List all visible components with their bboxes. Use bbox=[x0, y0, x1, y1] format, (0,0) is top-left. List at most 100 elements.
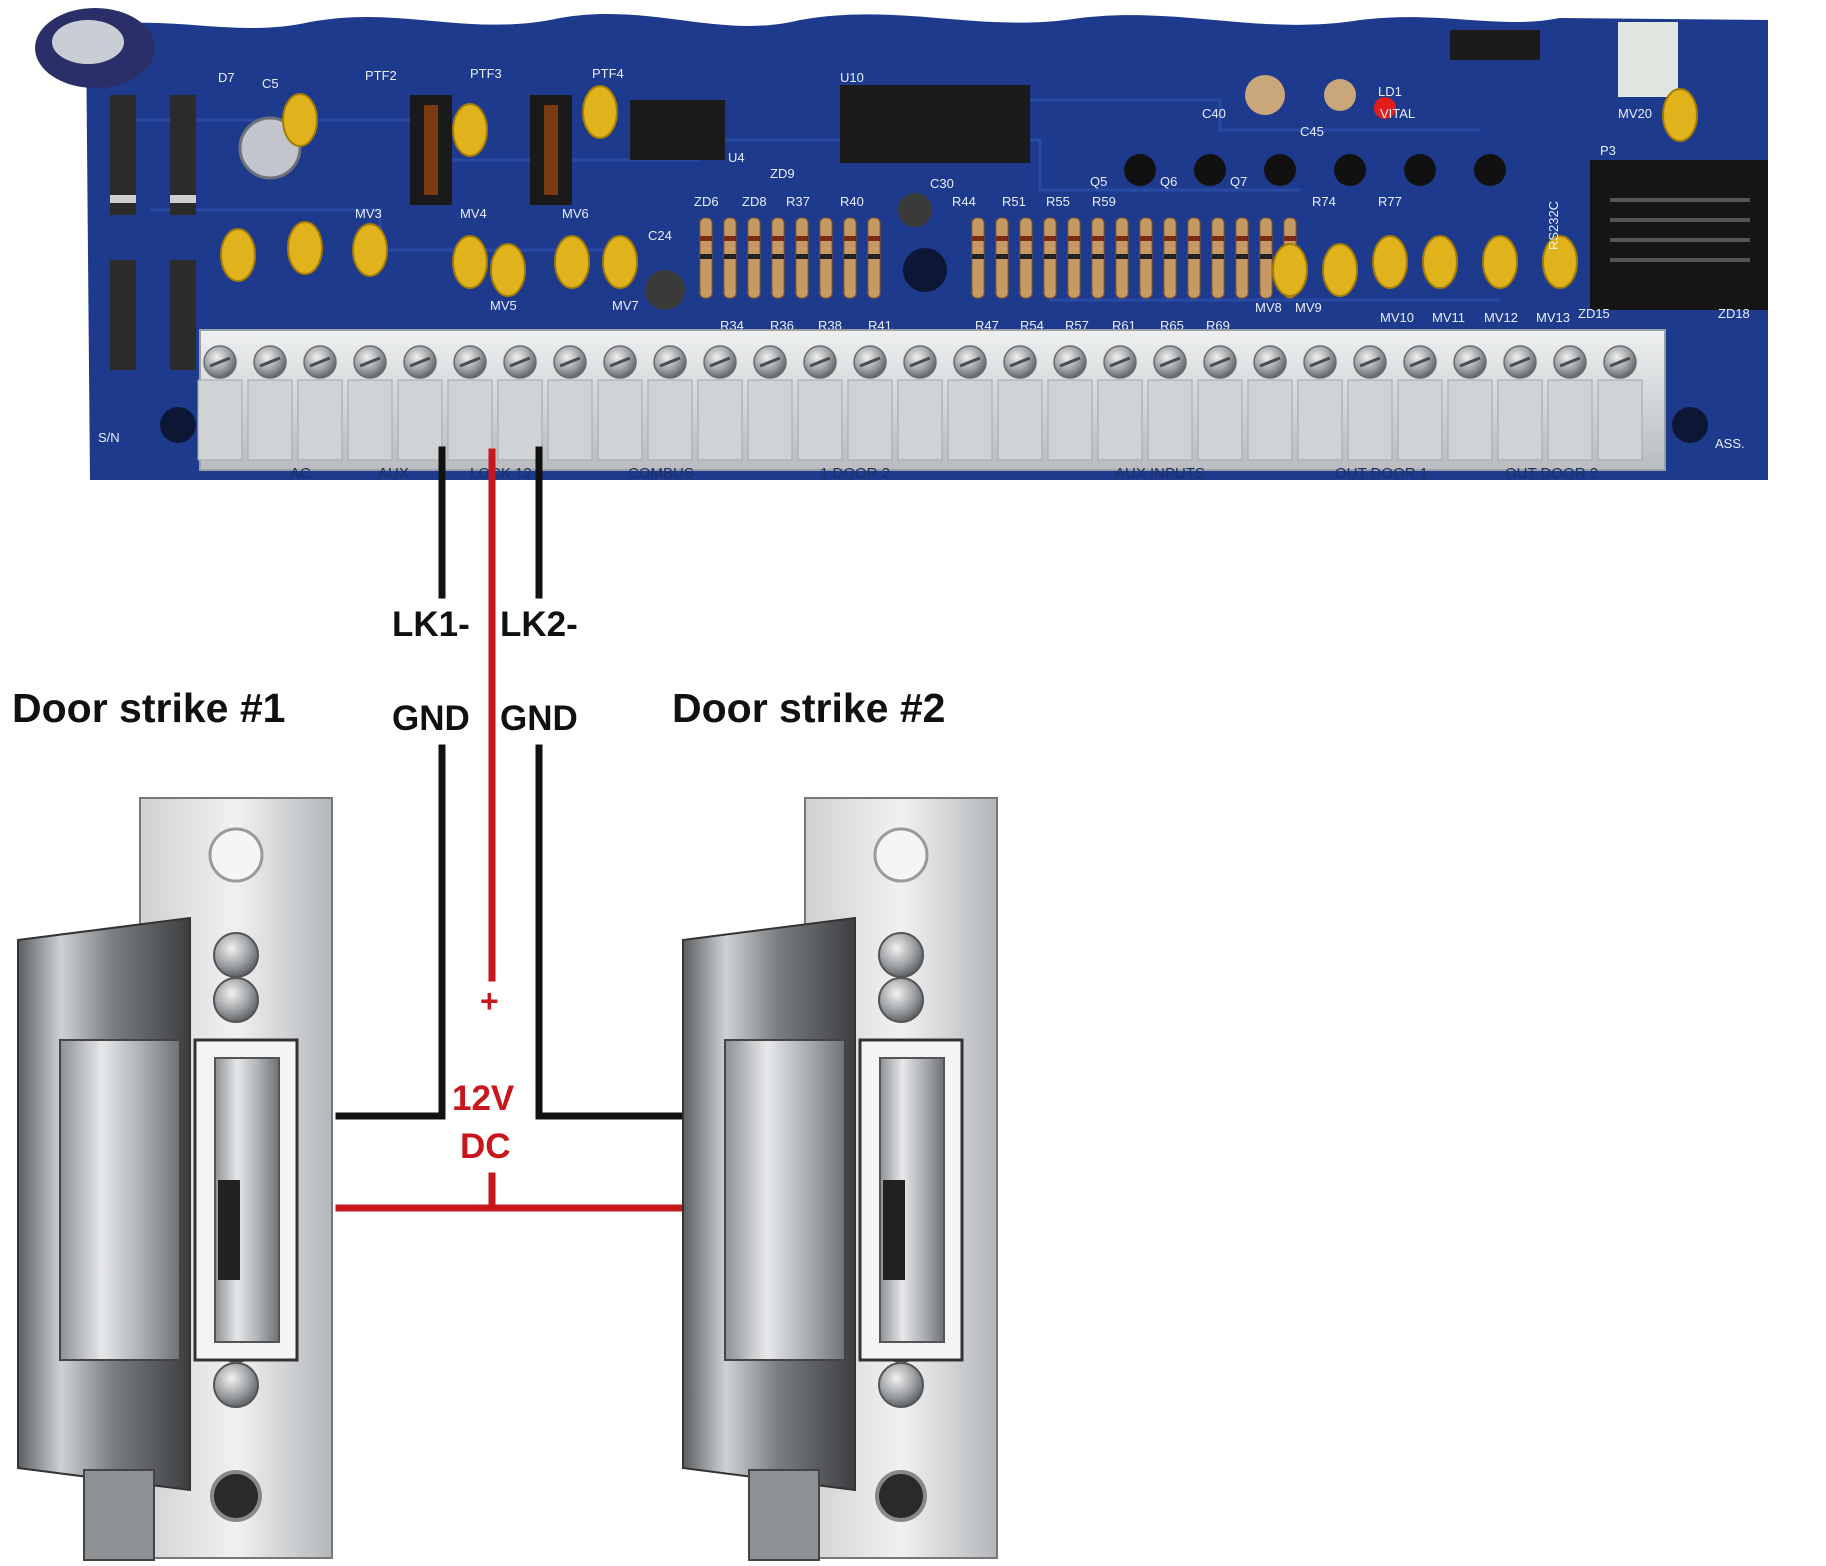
pcb-label: RS232C bbox=[1546, 201, 1561, 250]
terminal-slot bbox=[1097, 379, 1143, 461]
terminal-slot bbox=[1147, 379, 1193, 461]
resistor-band bbox=[1284, 236, 1296, 241]
resistor-band bbox=[748, 236, 760, 241]
pcb-label: MV12 bbox=[1484, 310, 1518, 325]
screw-slot bbox=[459, 356, 481, 368]
wire-gnd1 bbox=[335, 744, 446, 1120]
mov bbox=[554, 235, 590, 289]
pcb-label: MV8 bbox=[1255, 300, 1282, 315]
resistor-band bbox=[1116, 236, 1128, 241]
resistor-band bbox=[844, 236, 856, 241]
pcb-label: ASS. bbox=[1715, 436, 1745, 451]
resistor-band bbox=[1140, 236, 1152, 241]
pcb-label: LD1 bbox=[1378, 84, 1402, 99]
pcb-label: R74 bbox=[1312, 194, 1336, 209]
terminal-group-label: AUX bbox=[378, 465, 409, 482]
pcb-label: R77 bbox=[1378, 194, 1402, 209]
strike-keeper-slot bbox=[218, 1180, 240, 1280]
screw-slot bbox=[909, 356, 931, 368]
resistor-band bbox=[1260, 236, 1272, 241]
mov bbox=[1372, 235, 1408, 289]
wires bbox=[335, 446, 684, 1212]
terminal-slot bbox=[1397, 379, 1443, 461]
screw-slot bbox=[559, 356, 581, 368]
pcb-label: Q5 bbox=[1090, 174, 1107, 189]
pcb-label: R59 bbox=[1092, 194, 1116, 209]
screw-slot bbox=[809, 356, 831, 368]
terminal-slot bbox=[197, 379, 243, 461]
resistor-band bbox=[1164, 236, 1176, 241]
pcb-label: MV3 bbox=[355, 206, 382, 221]
pcb-label: VITAL bbox=[1380, 106, 1415, 121]
resistor-band bbox=[844, 254, 856, 259]
terminal-slot bbox=[1197, 379, 1243, 461]
strike-screw bbox=[878, 1362, 924, 1408]
resistor-band bbox=[724, 236, 736, 241]
resistor-band bbox=[1068, 254, 1080, 259]
pcb-label: D7 bbox=[218, 70, 235, 85]
pcb-label: MV13 bbox=[1536, 310, 1570, 325]
terminal-group-label: COMBUS bbox=[628, 465, 694, 482]
screw-slot bbox=[1109, 356, 1131, 368]
transistors bbox=[1124, 154, 1506, 186]
screw-slot bbox=[959, 356, 981, 368]
pcb-label: C30 bbox=[930, 176, 954, 191]
resistor-band bbox=[868, 254, 880, 259]
pcb-label: PTF3 bbox=[470, 66, 502, 81]
capacitor-c45 bbox=[1324, 79, 1356, 111]
terminal-slot bbox=[397, 379, 443, 461]
terminal-slot bbox=[447, 379, 493, 461]
terminal-slot bbox=[547, 379, 593, 461]
resistor-band bbox=[972, 254, 984, 259]
resistor-band bbox=[796, 254, 808, 259]
screw-slot bbox=[1409, 356, 1431, 368]
resistor-band bbox=[972, 236, 984, 241]
strike-screw bbox=[878, 932, 924, 978]
resistor-band bbox=[1092, 236, 1104, 241]
terminal-screws bbox=[197, 345, 1643, 461]
screw-slot bbox=[409, 356, 431, 368]
screw-slot bbox=[1459, 356, 1481, 368]
resistor-band bbox=[1212, 236, 1224, 241]
resistor-band bbox=[1068, 236, 1080, 241]
terminal-slot bbox=[997, 379, 1043, 461]
pcb-label: ZD18 bbox=[1718, 306, 1750, 321]
lk2-label: LK2- bbox=[500, 605, 578, 644]
resistor-band bbox=[796, 236, 808, 241]
terminal-top-right bbox=[1618, 22, 1678, 97]
pcb-label: R37 bbox=[786, 194, 810, 209]
mov-varistors bbox=[220, 85, 1698, 297]
pcb-label: MV7 bbox=[612, 298, 639, 313]
terminal-slot bbox=[347, 379, 393, 461]
strike-screw bbox=[213, 932, 259, 978]
pcb-label: C40 bbox=[1202, 106, 1226, 121]
mov bbox=[1272, 243, 1308, 297]
resistor-band bbox=[1188, 254, 1200, 259]
screw-slot bbox=[1309, 356, 1331, 368]
screw-slot bbox=[359, 356, 381, 368]
resistor-band bbox=[1260, 254, 1272, 259]
mov bbox=[352, 223, 388, 277]
rs232-pins bbox=[1610, 198, 1750, 262]
pcb-label: MV11 bbox=[1432, 310, 1465, 325]
terminal-group-label: AUX INPUTS bbox=[1115, 465, 1205, 482]
resistor-band bbox=[1020, 254, 1032, 259]
resistor-band bbox=[1044, 236, 1056, 241]
resistor-band bbox=[1236, 236, 1248, 241]
door-strike-1 bbox=[17, 797, 333, 1561]
resistor-band bbox=[1092, 254, 1104, 259]
terminal-slot bbox=[1497, 379, 1543, 461]
pcb-label: Q6 bbox=[1160, 174, 1177, 189]
pcb-label: PTF2 bbox=[365, 68, 397, 83]
resistor-band bbox=[748, 254, 760, 259]
strike-screw bbox=[878, 977, 924, 1023]
pcb-label: R40 bbox=[840, 194, 864, 209]
mov bbox=[452, 235, 488, 289]
terminal-slot bbox=[897, 379, 943, 461]
resistor-band bbox=[772, 254, 784, 259]
terminal-slot bbox=[747, 379, 793, 461]
resistor-band bbox=[1212, 254, 1224, 259]
mov bbox=[582, 85, 618, 139]
gnd2-label: GND bbox=[500, 699, 578, 738]
pcb-label: MV20 bbox=[1618, 106, 1652, 121]
